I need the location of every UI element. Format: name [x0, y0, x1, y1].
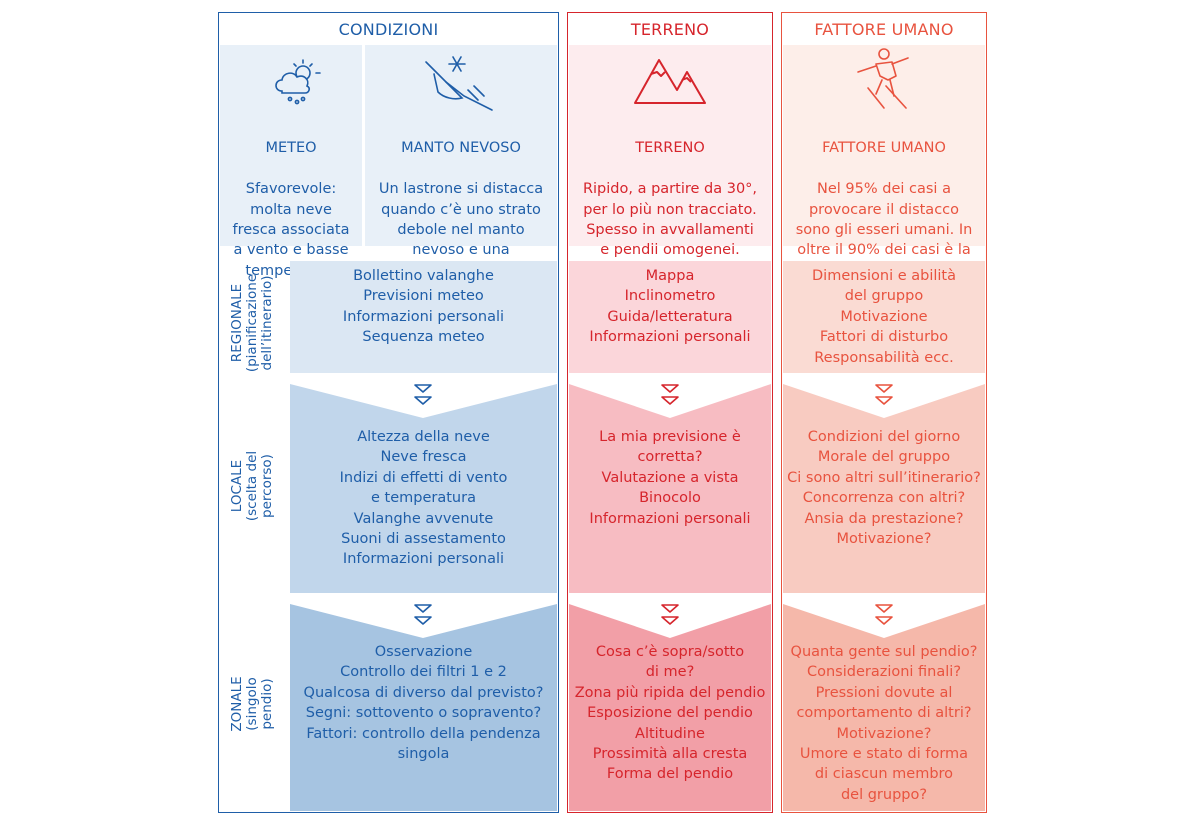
column-terreno	[567, 12, 773, 813]
band-condizioni-regionale	[290, 261, 557, 373]
locale-terreno-text: La mia previsione è corretta? Valutazion…	[589, 429, 751, 527]
fattore-header: FATTORE UMANO Nel 95% dei casi a provoca…	[783, 118, 985, 302]
locale-fattore-text: Condizioni del giorno Morale del gruppo …	[787, 429, 981, 548]
band-condizioni-locale	[290, 384, 557, 593]
band-terreno-zonale	[569, 604, 771, 811]
regionale-terreno-text: Mappa Inclinometro Guida/letteratura Inf…	[589, 268, 751, 346]
column-title-condizioni: CONDIZIONI	[338, 20, 439, 39]
chevron-down-icon-terreno-2	[661, 604, 679, 625]
mountain-icon	[633, 54, 707, 106]
fattore-title: FATTORE UMANO	[822, 140, 946, 157]
fattore-text: Nel 95% dei casi a provocare il distacco…	[792, 181, 977, 279]
band-terreno-regionale	[569, 261, 771, 373]
locale-condizioni-text: Altezza della neve Neve fresca Indizi di…	[339, 429, 508, 568]
regionale-condizioni-text: Bollettino valanghe Previsioni meteo Inf…	[342, 268, 505, 346]
meteo-header: METEO Sfavorevole: molta neve fresca ass…	[220, 118, 362, 302]
snowpack-slab-icon	[424, 50, 496, 114]
zonale-terreno-text: Cosa c’è sopra/sotto di me? Zona più rip…	[574, 644, 766, 783]
regionale-fattore-text: Dimensioni e abilità del gruppo Motivazi…	[812, 268, 956, 366]
skier-icon	[854, 46, 914, 112]
band-condizioni-zonale	[290, 604, 557, 811]
chevron-down-icon-condizioni-2	[414, 604, 432, 625]
terreno-text: Ripido, a partire da 30°, per lo più non…	[582, 181, 758, 259]
column-title-terreno: TERRENO	[630, 20, 710, 39]
band-fattore-regionale	[783, 261, 985, 373]
chevron-down-icon-terreno-1	[661, 384, 679, 405]
band-terreno-locale	[569, 384, 771, 593]
column-condizioni	[218, 12, 559, 813]
header-bg-manto	[365, 45, 557, 246]
manto-title: MANTO NEVOSO	[401, 140, 521, 157]
chevron-down-icon-fattore-1	[875, 384, 893, 405]
band-fattore-zonale	[783, 604, 985, 811]
column-title-fattore-umano: FATTORE UMANO	[814, 20, 954, 39]
zonale-condizioni-text: Osservazione Controllo dei filtri 1 e 2 …	[303, 644, 544, 763]
band-fattore-locale	[783, 384, 985, 593]
weather-cloud-sun-icon	[270, 58, 330, 108]
zonale-fattore-text: Quanta gente sul pendio? Considerazioni …	[790, 644, 978, 803]
chevron-down-icon-condizioni-1	[414, 384, 432, 405]
terreno-title: TERRENO	[635, 140, 705, 157]
column-fattore-umano	[781, 12, 987, 813]
meteo-title: METEO	[265, 140, 317, 157]
meteo-text: Sfavorevole: molta neve fresca associata…	[232, 181, 350, 279]
terreno-header: TERRENO Ripido, a partire da 30°, per lo…	[569, 118, 771, 281]
chevron-down-icon-fattore-2	[875, 604, 893, 625]
